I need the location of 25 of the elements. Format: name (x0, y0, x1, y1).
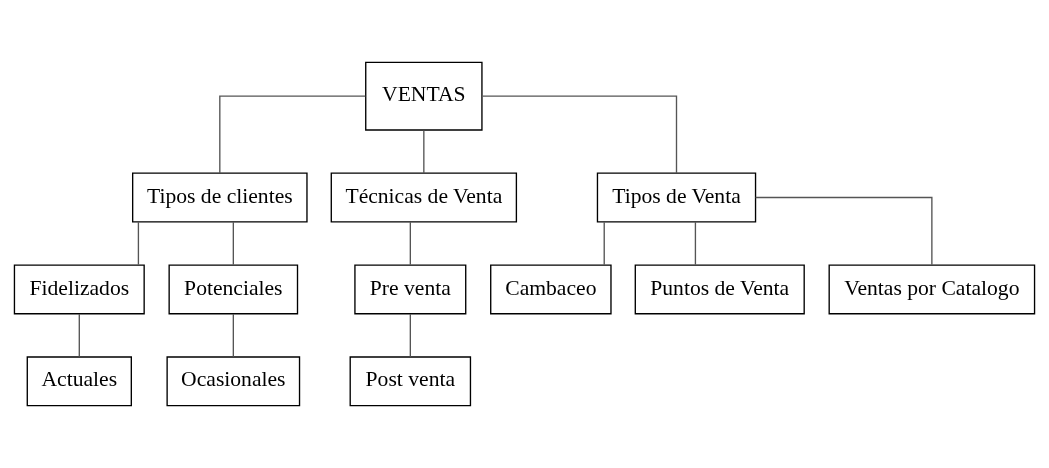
connector (754, 196, 933, 266)
node-box: Técnicas de Venta (330, 172, 518, 223)
node-box: Post venta (349, 356, 472, 407)
node-box: Actuales (26, 356, 132, 407)
node-box: Puntos de Venta (634, 264, 805, 315)
node-box: Cambaceo (490, 264, 612, 315)
node-box: Ocasionales (166, 356, 301, 407)
connector (78, 313, 80, 358)
connector (481, 95, 678, 174)
connector (219, 95, 367, 174)
node-box: Potenciales (168, 264, 299, 315)
connector (409, 221, 411, 266)
node-box: Tipos de clientes (132, 172, 308, 223)
node-box: Tipos de Venta (596, 172, 757, 223)
connector (232, 221, 234, 266)
connector (603, 221, 605, 266)
connector (409, 313, 411, 358)
node-box: Ventas por Catalogo (828, 264, 1036, 315)
node-box: Pre venta (354, 264, 467, 315)
connector (232, 313, 234, 358)
node-box: VENTAS (365, 61, 483, 131)
connector (694, 221, 697, 266)
connector (423, 129, 425, 174)
node-box: Fidelizados (13, 264, 145, 315)
connector (137, 221, 140, 266)
